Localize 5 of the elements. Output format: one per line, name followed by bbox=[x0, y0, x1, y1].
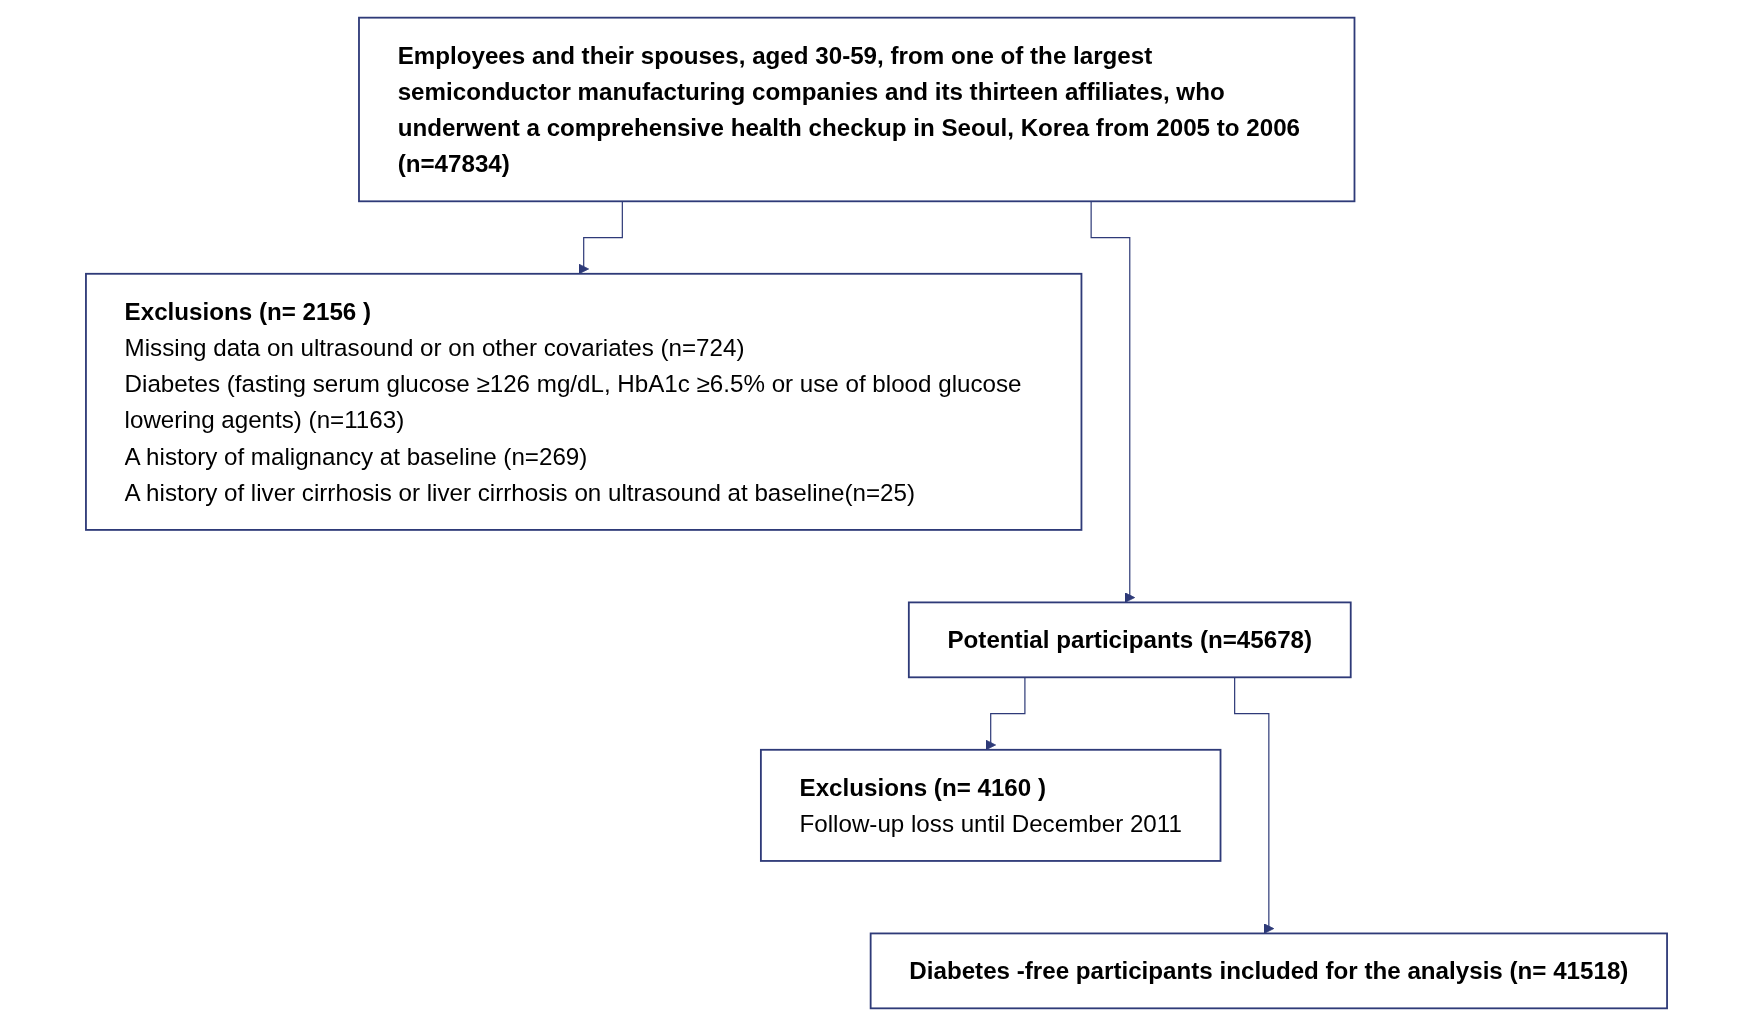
node-box: Potential participants (n=45678) bbox=[907, 601, 1352, 679]
node-box: Diabetes -free participants included for the analysis (n= 41518) bbox=[869, 932, 1668, 1010]
node-box: Exclusions (n= 2156 ) Missing data on ultrasound or on other covariates (n=724) Diabetes (fasting serum glucose ≥126 mg/dL, HbA1c ≥6.5% or use of blood glucose lowering agents) (n=1163) A history of malignancy at baseline (n=269) A history of liver cirrhosis or liver cirrhosis on ultrasound at baseline(n=25) bbox=[85, 272, 1083, 531]
node-box: Employees and their spouses, aged 30-59, from one of the largest semiconductor manufacturing companies and its thirteen affiliates, who underwent a comprehensive health checkup in Seoul, Korea from 2005 to 2006 (n=47834) bbox=[358, 16, 1356, 203]
node-box: Exclusions (n= 4160 ) Follow-up loss until December 2011 bbox=[759, 748, 1222, 862]
